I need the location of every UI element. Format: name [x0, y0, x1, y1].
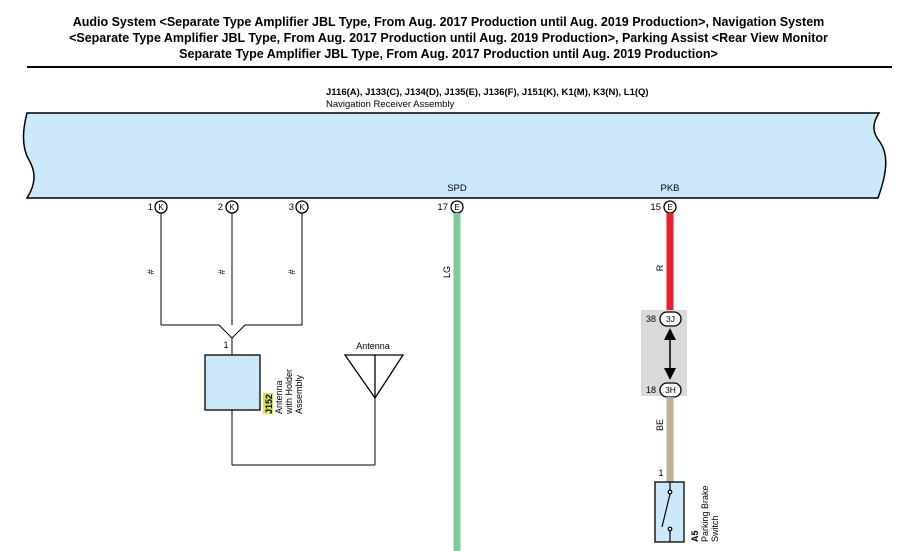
- parking-brake-pin: 1: [658, 468, 663, 478]
- antenna-holder-name-3: Assembly: [294, 374, 304, 414]
- pin-connector-letter: K: [299, 203, 305, 212]
- junction-top-conn-label: 3J: [666, 314, 675, 324]
- junction-top-pin: 38: [646, 314, 656, 324]
- pin-number-3: 3: [289, 202, 294, 213]
- title-line-3: Separate Type Amplifier JBL Type, From A…: [179, 47, 718, 61]
- title-line-1: Audio System <Separate Type Amplifier JB…: [72, 15, 825, 29]
- antenna-holder-code: J152: [264, 394, 274, 414]
- page-header: Audio System <Separate Type Amplifier JB…: [0, 14, 897, 62]
- switch-contact-icon: [661, 482, 673, 542]
- pin-connector-letter: E: [667, 203, 672, 212]
- antenna-label: Antenna: [356, 341, 390, 351]
- header-rule: [27, 66, 892, 68]
- junction-bottom-conn-label: 3H: [665, 385, 676, 395]
- pin-number-17: 17: [437, 202, 448, 213]
- junction-link-arrow-icon: [664, 328, 676, 380]
- pin-signal-pkb: PKB: [660, 183, 679, 194]
- pin-number-15: 15: [650, 202, 661, 213]
- title-line-2: <Separate Type Amplifier JBL Type, From …: [69, 31, 828, 45]
- wire-label-spd: LG: [442, 266, 452, 278]
- antenna-holder-assembly: [204, 354, 261, 411]
- receiver-name-label: Navigation Receiver Assembly: [326, 99, 455, 110]
- antenna-holder-pin: 1: [223, 340, 228, 350]
- antenna-holder-name-2: with Holder: [284, 369, 294, 415]
- pin-connector-letter: E: [454, 203, 459, 212]
- pin-number-2: 2: [218, 202, 223, 213]
- antenna-wiring: [160, 213, 376, 466]
- wire-label-pkb-lower: BE: [655, 419, 665, 431]
- antenna-symbol-icon: [343, 354, 405, 400]
- pin-connector-letter: K: [158, 203, 164, 212]
- wire-label-pin3: #: [287, 269, 297, 274]
- parking-brake-name-1: Parking Brake: [700, 485, 710, 542]
- junction-top-connector: [659, 311, 682, 327]
- pin-signal-spd: SPD: [447, 183, 467, 194]
- pin-connector-letter: K: [229, 203, 235, 212]
- parking-brake-name-2: Switch: [710, 515, 720, 542]
- receiver-connectors-label: J116(A), J133(C), J134(D), J135(E), J136…: [326, 87, 649, 98]
- antenna-holder-name-1: Antenna: [274, 380, 284, 414]
- pin-number-1: 1: [148, 202, 153, 213]
- junction-bottom-pin: 18: [646, 385, 656, 395]
- parking-brake-code: A5: [690, 530, 700, 542]
- wire-label-pin2: #: [217, 269, 227, 274]
- wire-label-pin1: #: [146, 269, 156, 274]
- component-code-highlight: [263, 393, 273, 414]
- navigation-receiver-body: [22, 112, 887, 199]
- wire-label-pkb-upper: R: [655, 264, 665, 271]
